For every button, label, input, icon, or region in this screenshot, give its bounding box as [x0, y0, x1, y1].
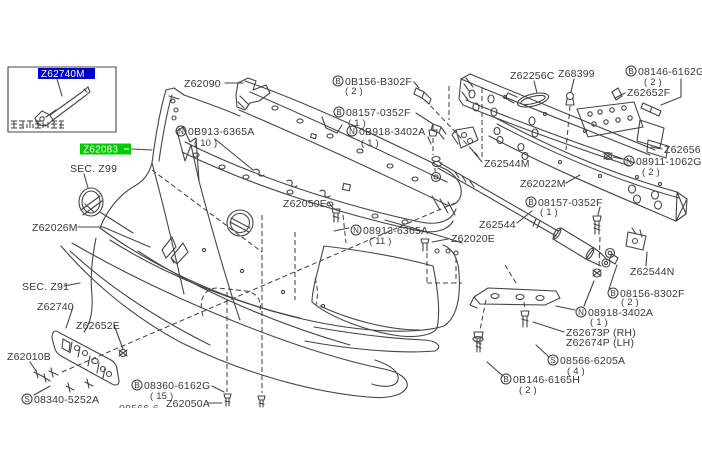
svg-text:08146-6162G: 08146-6162G — [638, 66, 702, 78]
svg-text:N: N — [578, 308, 584, 317]
svg-text:08157-0352F: 08157-0352F — [346, 107, 411, 119]
svg-text:( 2 ): ( 2 ) — [519, 385, 537, 396]
svg-text:N: N — [349, 127, 355, 136]
svg-text:N: N — [178, 127, 184, 136]
svg-text:Z62674P (LH): Z62674P (LH) — [566, 337, 634, 349]
svg-text:Z62256C: Z62256C — [510, 70, 555, 82]
svg-text:0B156-B302F: 0B156-B302F — [345, 76, 412, 88]
svg-text:08911-1062G: 08911-1062G — [636, 156, 702, 168]
svg-text:0B146-6165H: 0B146-6165H — [513, 374, 580, 386]
svg-text:( 1 ): ( 1 ) — [540, 207, 558, 218]
svg-text:Z62544M: Z62544M — [484, 158, 530, 170]
svg-text:0B913-6365A: 0B913-6365A — [188, 126, 254, 138]
svg-text:Z62673P (RH): Z62673P (RH) — [566, 327, 636, 339]
svg-text:Z62740M: Z62740M — [41, 69, 85, 80]
svg-text:0B918-3402A: 0B918-3402A — [359, 126, 425, 138]
svg-text:Z62544N: Z62544N — [630, 266, 675, 278]
svg-text:( 2 ): ( 2 ) — [644, 77, 662, 88]
svg-text:( 1 ): ( 1 ) — [348, 118, 366, 129]
svg-text:08360-6162G: 08360-6162G — [144, 380, 210, 392]
svg-text:( 1 ): ( 1 ) — [590, 317, 608, 328]
svg-text:N: N — [353, 226, 359, 235]
svg-text:B: B — [610, 289, 615, 298]
svg-text:N: N — [626, 157, 632, 166]
svg-text:08340-5252A: 08340-5252A — [34, 394, 99, 406]
svg-text:08157-0352F: 08157-0352F — [538, 197, 603, 209]
svg-text:S: S — [24, 395, 29, 404]
svg-text:B: B — [336, 108, 341, 117]
svg-text:( 2 ): ( 2 ) — [621, 297, 639, 308]
svg-text:Z62740: Z62740 — [37, 301, 74, 313]
svg-text:Z62544: Z62544 — [479, 219, 516, 231]
svg-text:Z62652F: Z62652F — [627, 87, 670, 99]
svg-text:( 2 ): ( 2 ) — [642, 167, 660, 178]
svg-text:B: B — [134, 381, 139, 390]
svg-text:( 11 ): ( 11 ) — [369, 236, 392, 247]
svg-text:Z62010B: Z62010B — [7, 351, 51, 363]
svg-text:( 4 ): ( 4 ) — [567, 366, 585, 377]
svg-text:Z62050A: Z62050A — [166, 398, 210, 410]
svg-text:Z62022M: Z62022M — [520, 178, 566, 190]
svg-text:Z68399: Z68399 — [558, 68, 595, 80]
svg-text:08918-3402A: 08918-3402A — [588, 307, 653, 319]
svg-text:Z62652E: Z62652E — [76, 320, 120, 332]
svg-text:( 15 ): ( 15 ) — [150, 391, 173, 402]
svg-text:Z62083: Z62083 — [83, 145, 118, 156]
svg-text:Z62026M: Z62026M — [32, 222, 78, 234]
svg-text:08913-6365A: 08913-6365A — [363, 225, 428, 237]
svg-text:S: S — [550, 356, 555, 365]
svg-text:( 1 ): ( 1 ) — [361, 138, 379, 149]
svg-text:Z62090: Z62090 — [184, 78, 221, 90]
svg-text:B: B — [335, 77, 340, 86]
svg-text:( 2 ): ( 2 ) — [345, 86, 363, 97]
svg-text:( 10 ): ( 10 ) — [194, 138, 217, 149]
svg-text:Z62020E: Z62020E — [451, 233, 495, 245]
svg-text:B: B — [628, 67, 633, 76]
svg-text:08566-6205A: 08566-6205A — [560, 355, 625, 367]
svg-text:08156-8302F: 08156-8302F — [620, 288, 685, 300]
svg-text:Z62050E: Z62050E — [283, 198, 327, 210]
svg-text:SEC. Z99: SEC. Z99 — [70, 163, 117, 175]
svg-text:SEC. Z91: SEC. Z91 — [22, 281, 69, 293]
svg-text:Z62656: Z62656 — [664, 144, 701, 156]
svg-text:B: B — [528, 198, 533, 207]
svg-text:B: B — [503, 375, 508, 384]
